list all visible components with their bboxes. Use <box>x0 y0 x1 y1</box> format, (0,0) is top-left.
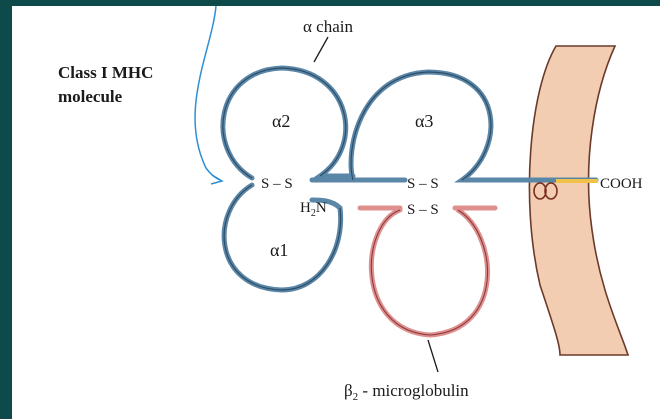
beta2-leader <box>427 339 439 373</box>
amino-terminus-label: H2N <box>300 200 327 219</box>
disulfide-left: S – S <box>261 176 293 192</box>
alpha3-label: α3 <box>415 111 433 131</box>
carboxyl-terminus-label: COOH <box>600 176 643 192</box>
disulfide-beta2: S – S <box>407 202 439 218</box>
molecule-title-line1: Class I MHC <box>58 63 153 82</box>
alpha2-label: α2 <box>272 111 290 131</box>
cell-membrane <box>528 45 630 356</box>
alpha-chain-label: α chain <box>303 17 353 36</box>
molecule-title-line2: molecule <box>58 87 123 106</box>
alpha-chain-leader <box>313 36 329 63</box>
pointer-arrow <box>194 5 221 181</box>
disulfide-alpha3: S – S <box>407 176 439 192</box>
beta2-microglobulin-label: β2 - microglobulin <box>344 381 469 403</box>
alpha1-label: α1 <box>270 240 288 260</box>
transmembrane-coil <box>533 182 558 200</box>
